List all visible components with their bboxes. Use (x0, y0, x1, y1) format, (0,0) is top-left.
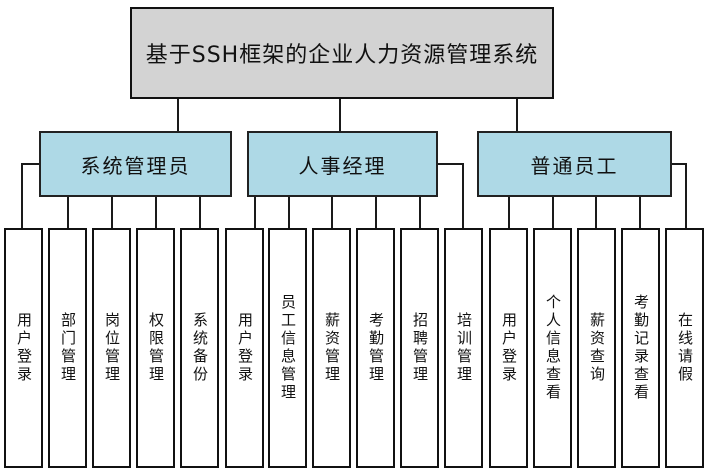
leaf-node: 培训管理 (444, 228, 483, 468)
leaf-label: 岗位管理 (103, 312, 121, 384)
leaf-label: 员工信息管理 (279, 294, 297, 402)
leaf-node: 部门管理 (48, 228, 87, 468)
leaf-label: 用户登录 (500, 312, 518, 384)
leaf-label: 个人信息查看 (544, 294, 562, 402)
leaf-label: 在线请假 (676, 312, 694, 384)
leaf-label: 系统备份 (191, 312, 209, 384)
leaf-node: 招聘管理 (400, 228, 439, 468)
leaf-node: 用户登录 (4, 228, 43, 468)
leaf-node: 在线请假 (665, 228, 704, 468)
leaf-node: 用户登录 (225, 228, 264, 468)
leaf-node: 权限管理 (136, 228, 175, 468)
root-node-system-title: 基于SSH框架的企业人力资源管理系统 (130, 7, 554, 99)
leaf-node: 薪资管理 (312, 228, 351, 468)
leaf-label: 考勤记录查看 (632, 294, 650, 402)
leaf-node: 考勤管理 (356, 228, 395, 468)
leaf-label: 培训管理 (455, 312, 473, 384)
leaf-node: 个人信息查看 (533, 228, 572, 468)
leaf-label: 考勤管理 (367, 312, 385, 384)
leaf-node: 岗位管理 (92, 228, 131, 468)
leaf-label: 用户登录 (15, 312, 33, 384)
leaf-node: 系统备份 (180, 228, 219, 468)
leaf-label: 薪资查询 (588, 312, 606, 384)
leaf-node: 考勤记录查看 (621, 228, 660, 468)
leaf-label: 招聘管理 (411, 312, 429, 384)
leaf-node: 用户登录 (489, 228, 528, 468)
role-node-regular-employee: 普通员工 (477, 131, 672, 197)
leaf-node: 薪资查询 (577, 228, 616, 468)
leaf-label: 薪资管理 (323, 312, 341, 384)
leaf-label: 权限管理 (147, 312, 165, 384)
role-node-system-admin: 系统管理员 (39, 131, 232, 197)
leaf-label: 用户登录 (236, 312, 254, 384)
leaf-node: 员工信息管理 (268, 228, 307, 468)
role-node-hr-manager: 人事经理 (247, 131, 438, 197)
leaf-label: 部门管理 (59, 312, 77, 384)
